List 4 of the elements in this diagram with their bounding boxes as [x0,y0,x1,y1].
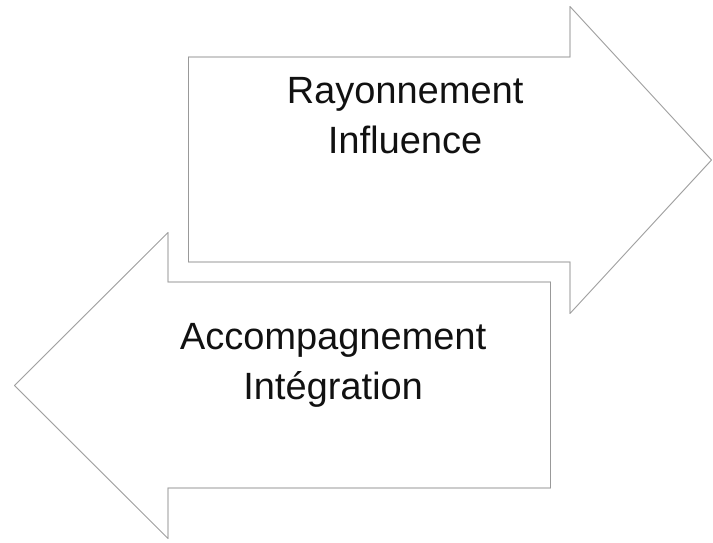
arrow-heading: Accompagnement [178,315,488,360]
arrow-subheading: Influence [326,119,484,164]
arrow-heading: Rayonnement [286,69,524,114]
arrow-subheading: Intégration [242,365,424,410]
